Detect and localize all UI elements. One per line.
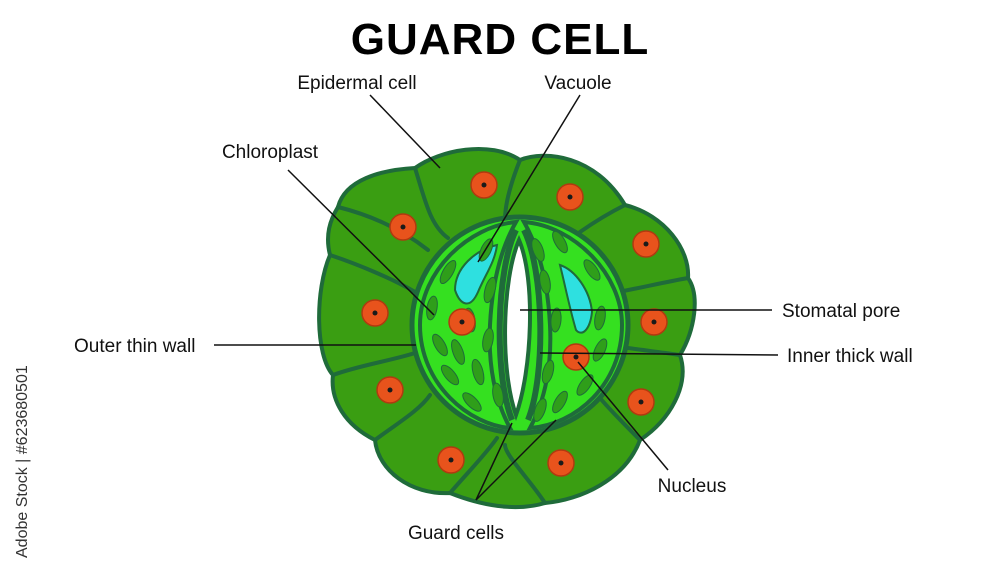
- chloroplast: [550, 307, 562, 333]
- leader-inner-thick-wall: [539, 352, 779, 356]
- label-nucleus: Nucleus: [658, 476, 727, 497]
- leader-guard-cells-right: [475, 419, 557, 501]
- chloroplast: [583, 259, 601, 281]
- inner-thick-wall-left: [496, 228, 519, 422]
- leader-guard-cells-left: [475, 422, 513, 501]
- label-guard-cells: Guard cells: [408, 523, 504, 544]
- nucleus-dots: [372, 182, 657, 466]
- label-epidermal-cell: Epidermal cell: [297, 73, 416, 94]
- label-vacuole: Vacuole: [544, 73, 611, 94]
- label-inner-thick-wall: Inner thick wall: [787, 346, 913, 367]
- leader-nucleus: [577, 361, 669, 471]
- leader-epidermal-cell: [369, 94, 441, 169]
- chloroplast: [552, 390, 568, 414]
- chloroplast: [482, 327, 494, 353]
- diagram-title: GUARD CELL: [351, 15, 649, 64]
- leader-lines: [214, 94, 779, 501]
- leader-vacuole: [477, 94, 581, 263]
- chloroplast: [539, 269, 551, 295]
- chloroplast: [531, 238, 545, 262]
- chloroplast: [462, 392, 482, 412]
- chloroplast: [483, 276, 497, 304]
- chloroplast: [492, 382, 504, 408]
- chloroplast: [432, 333, 448, 357]
- chloroplast: [592, 338, 608, 362]
- chloroplast: [440, 364, 460, 386]
- chloroplast: [541, 359, 555, 385]
- chloroplast: [576, 374, 594, 396]
- label-outer-thin-wall: Outer thin wall: [74, 336, 195, 357]
- side-watermark-text: Adobe Stock | #623680501: [14, 365, 31, 558]
- chloroplast: [552, 230, 568, 254]
- chloroplast: [594, 305, 606, 331]
- chloroplast: [439, 259, 457, 285]
- stomatal-pore: [503, 234, 532, 421]
- inner-thick-wall-right: [521, 228, 544, 422]
- guard-cell-pair: [409, 214, 631, 436]
- chloroplast: [451, 339, 465, 365]
- leader-chloroplast: [287, 169, 435, 316]
- label-stomatal-pore: Stomatal pore: [782, 301, 900, 322]
- vacuole-right: [558, 263, 594, 334]
- chloroplast: [533, 398, 547, 422]
- vacuole-left: [453, 243, 499, 305]
- label-chloroplast: Chloroplast: [222, 142, 319, 163]
- chloroplast: [471, 358, 485, 386]
